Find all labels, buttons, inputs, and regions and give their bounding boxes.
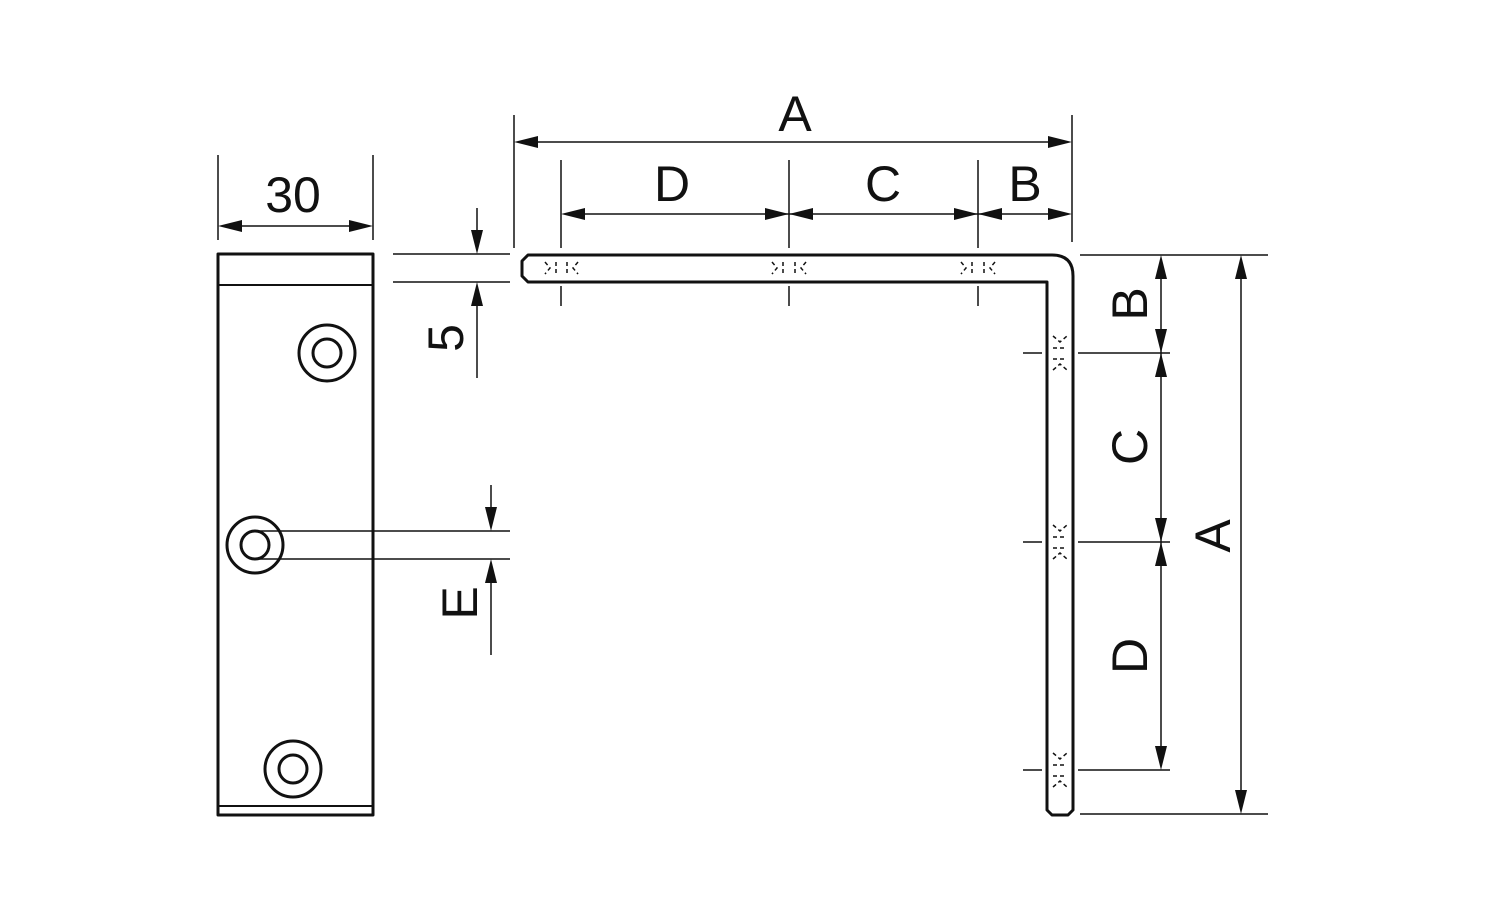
side-view: A D C B B C D: [513, 86, 1268, 817]
dimension-vertical-d-label: D: [1102, 638, 1158, 674]
dimension-thickness-label: 5: [418, 324, 474, 352]
hidden-hole-vertical-1: [1052, 335, 1068, 371]
dimension-width-label: 30: [265, 167, 321, 223]
dimension-vertical-c-label: C: [1102, 429, 1158, 465]
dimension-vertical-a: A: [1185, 255, 1247, 814]
dimension-vertical-chain: B C D: [1102, 255, 1167, 770]
dimension-horizontal-a: A: [514, 86, 1072, 148]
dimension-horizontal-a-label: A: [778, 86, 812, 142]
front-view: 30 E 5: [216, 155, 510, 817]
hidden-hole-horizontal-3: [960, 261, 996, 275]
dimension-vertical-a-label: A: [1185, 519, 1241, 553]
dimension-horizontal-c-label: C: [865, 156, 901, 212]
dimension-thickness: 5: [393, 208, 510, 378]
side-view-bracket-profile: [520, 253, 1075, 817]
mounting-hole-bottom: [263, 739, 323, 799]
hidden-hole-horizontal-2: [771, 261, 807, 275]
dimension-horizontal-b-label: B: [1008, 156, 1041, 212]
dimension-vertical-b-label: B: [1102, 287, 1158, 320]
dimension-horizontal-chain: D C B: [561, 156, 1072, 220]
hidden-hole-horizontal-1: [544, 261, 579, 275]
dimension-hole-offset-label: E: [432, 586, 488, 619]
center-lines-horizontal: [513, 115, 1073, 306]
dimension-width: 30: [217, 155, 374, 240]
center-lines-vertical: [1023, 254, 1268, 815]
dimension-horizontal-d-label: D: [654, 156, 690, 212]
dimension-hole-offset: E: [255, 485, 510, 655]
mounting-hole-top: [297, 323, 357, 383]
mounting-hole-middle: [225, 515, 285, 575]
hidden-hole-vertical-3: [1052, 752, 1068, 788]
hidden-hole-vertical-2: [1052, 524, 1068, 560]
